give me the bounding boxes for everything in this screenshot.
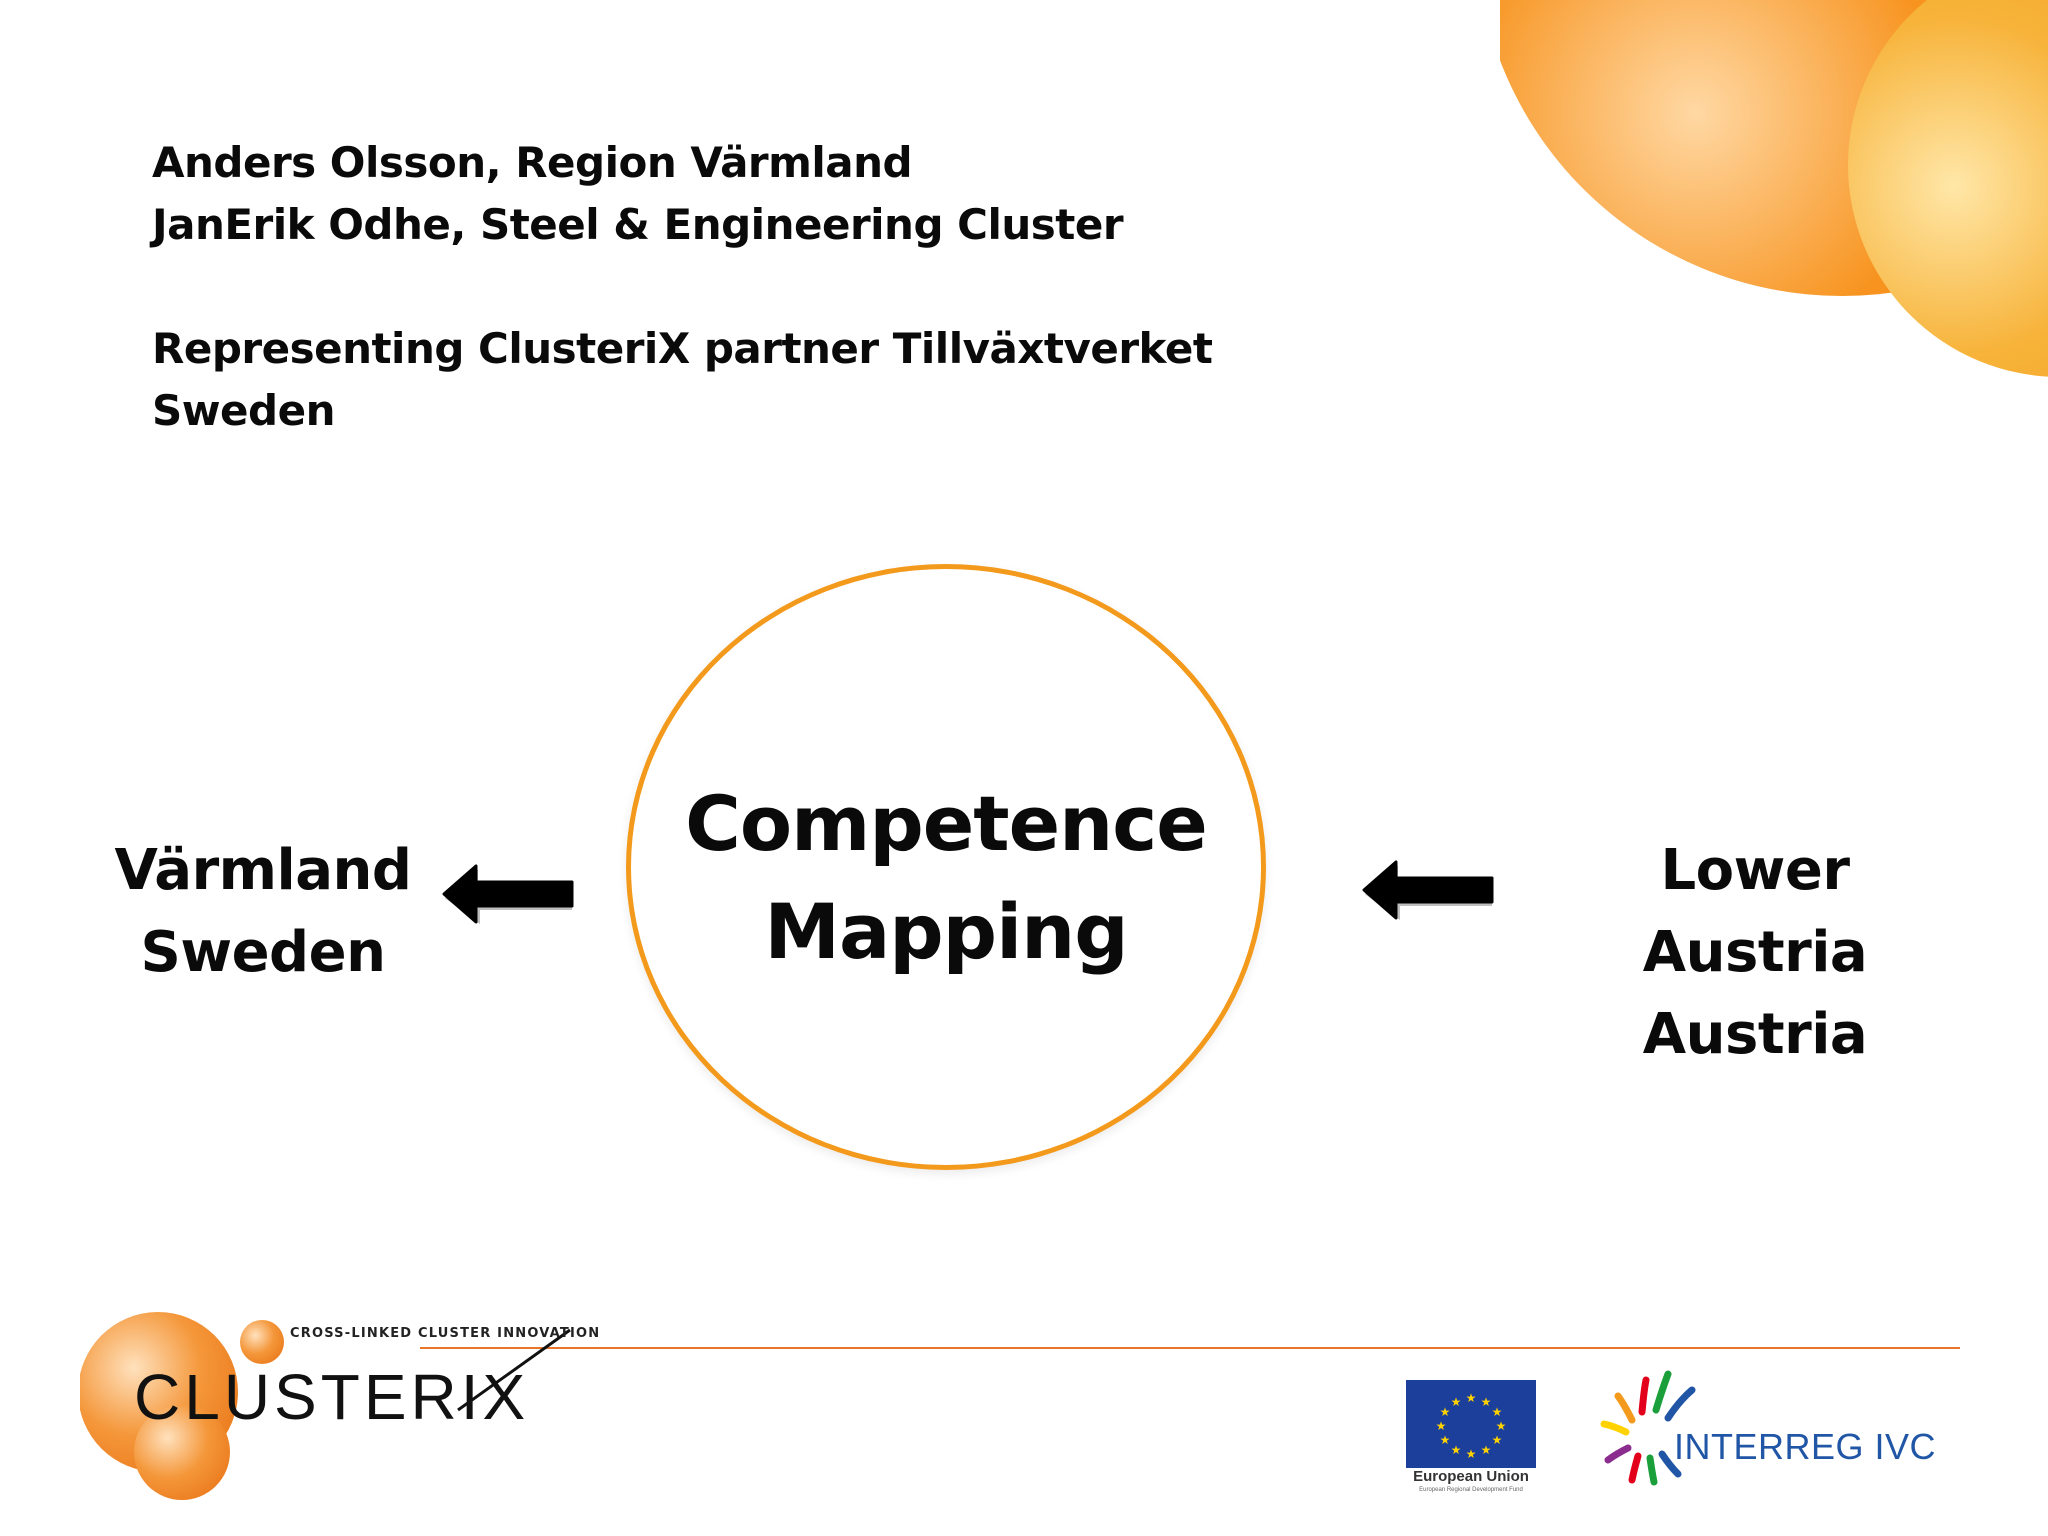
arrow-left-icon (440, 860, 576, 928)
svg-text:★: ★ (1440, 1433, 1451, 1447)
svg-text:★: ★ (1451, 1395, 1462, 1409)
center-title-line-1: Competence (626, 770, 1266, 878)
svg-text:★: ★ (1492, 1405, 1503, 1419)
eu-stars-icon: ★ ★ ★ ★ ★ ★ ★ ★ ★ ★ ★ ★ (1406, 1380, 1536, 1468)
svg-text:★: ★ (1466, 1391, 1477, 1405)
country-line: Sweden (152, 380, 1212, 442)
right-region-label: Lower Austria Austria (1540, 830, 1970, 1076)
decorative-orbs (1500, 0, 2048, 420)
svg-text:★: ★ (1451, 1443, 1462, 1457)
left-region-line-2: Sweden (108, 912, 418, 994)
svg-text:★: ★ (1492, 1433, 1503, 1447)
center-title-line-2: Mapping (626, 878, 1266, 986)
eu-sublabel: European Regional Development Fund (1398, 1487, 1544, 1493)
interreg-label: INTERREG IVC (1674, 1426, 1936, 1468)
left-region-label: Värmland Sweden (108, 830, 418, 994)
svg-text:★: ★ (1436, 1419, 1447, 1433)
svg-text:★: ★ (1496, 1419, 1507, 1433)
svg-text:★: ★ (1466, 1447, 1477, 1461)
interreg-burst-icon (1598, 1360, 1710, 1490)
right-region-line-1: Lower Austria (1540, 830, 1970, 994)
intro-block: Anders Olsson, Region Värmland JanErik O… (152, 132, 1212, 442)
clusterix-wordmark: CLUSTERIX (134, 1360, 529, 1434)
center-title: Competence Mapping (626, 770, 1266, 986)
clusterix-tagline: Cross-Linked Cluster Innovation (290, 1326, 600, 1341)
svg-text:★: ★ (1481, 1395, 1492, 1409)
representing-line: Representing ClusteriX partner Tillväxtv… (152, 318, 1212, 380)
footer-divider (420, 1347, 1960, 1349)
svg-text:★: ★ (1481, 1443, 1492, 1457)
arrow-left-icon (1360, 856, 1496, 924)
svg-text:★: ★ (1440, 1405, 1451, 1419)
author-line-2: JanErik Odhe, Steel & Engineering Cluste… (152, 194, 1212, 256)
author-line-1: Anders Olsson, Region Värmland (152, 132, 1212, 194)
eu-label: European Union (1398, 1468, 1544, 1485)
right-region-line-2: Austria (1540, 994, 1970, 1076)
eu-flag-logo: ★ ★ ★ ★ ★ ★ ★ ★ ★ ★ ★ ★ (1406, 1380, 1536, 1468)
left-region-line-1: Värmland (108, 830, 418, 912)
